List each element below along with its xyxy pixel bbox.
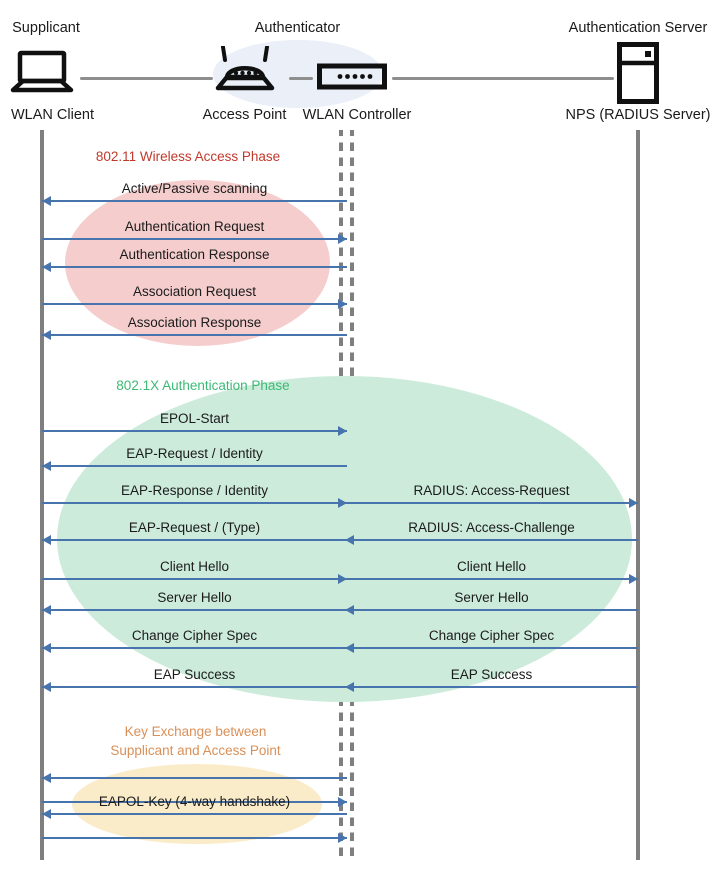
wire-client-to-ap (80, 77, 213, 80)
arrowhead-right-icon (338, 833, 347, 843)
message-line (42, 609, 347, 611)
arrowhead-left-icon (345, 682, 354, 692)
message-label: Active/Passive scanning (121, 181, 268, 196)
message-line (42, 465, 347, 467)
wifi-router-icon (213, 45, 277, 98)
message-line (345, 578, 638, 580)
message-label: Authentication Request (124, 219, 265, 234)
lifeline-supplicant (40, 130, 44, 860)
message-line (345, 502, 638, 504)
message-label: Change Cipher Spec (428, 628, 555, 643)
message-label: EAP-Request / (Type) (128, 520, 261, 535)
wire-ap-to-controller (289, 77, 313, 80)
message-line (42, 238, 347, 240)
message-line (42, 539, 347, 541)
phase-label-key-exchange-line2: Supplicant and Access Point (110, 743, 281, 758)
message-label: Server Hello (454, 590, 529, 605)
arrowhead-left-icon (345, 643, 354, 653)
phase-label-key-exchange-line1: Key Exchange between (124, 724, 267, 739)
message-line (42, 686, 347, 688)
message-label: EAP Success (153, 667, 236, 682)
arrowhead-left-icon (42, 682, 51, 692)
arrowhead-left-icon (345, 535, 354, 545)
message-label: Client Hello (159, 559, 230, 574)
arrowhead-right-icon (338, 498, 347, 508)
arrowhead-right-icon (629, 574, 638, 584)
server-icon (617, 42, 659, 104)
message-label: Change Cipher Spec (131, 628, 258, 643)
arrowhead-right-icon (338, 797, 347, 807)
arrowhead-left-icon (42, 196, 51, 206)
message-line (42, 334, 347, 336)
message-line (345, 609, 638, 611)
arrowhead-left-icon (42, 809, 51, 819)
actor-device-nps-radius-server: NPS (RADIUS Server) (565, 107, 711, 123)
message-line (42, 502, 347, 504)
arrowhead-left-icon (345, 605, 354, 615)
arrowhead-left-icon (42, 461, 51, 471)
message-line (42, 647, 347, 649)
message-label: EAP-Response / Identity (120, 483, 269, 498)
arrowhead-right-icon (629, 498, 638, 508)
phase-blob-wireless-access (65, 180, 330, 346)
message-line (42, 837, 347, 839)
message-label: Client Hello (456, 559, 527, 574)
arrowhead-right-icon (338, 574, 347, 584)
message-line (42, 813, 347, 815)
message-line (42, 200, 347, 202)
message-line (42, 303, 347, 305)
message-line (42, 578, 347, 580)
message-line (345, 647, 638, 649)
arrowhead-right-icon (338, 234, 347, 244)
message-label: Association Response (127, 315, 262, 330)
actor-device-wlan-controller: WLAN Controller (302, 107, 412, 123)
message-line (42, 266, 347, 268)
message-line (345, 539, 638, 541)
message-label: EAP Success (450, 667, 533, 682)
arrowhead-left-icon (42, 330, 51, 340)
actor-device-wlan-client: WLAN Client (11, 107, 94, 123)
message-label: RADIUS: Access-Request (413, 483, 570, 498)
actor-role-authenticator: Authenticator (254, 20, 341, 36)
arrowhead-left-icon (42, 605, 51, 615)
message-label: EAP-Request / Identity (126, 446, 263, 461)
message-line (42, 430, 347, 432)
laptop-icon (10, 50, 74, 94)
message-line (42, 801, 347, 803)
actor-device-access-point: Access Point (202, 107, 287, 123)
wlan-controller-icon (317, 62, 387, 92)
message-line (42, 777, 347, 779)
actor-role-supplicant: Supplicant (12, 20, 80, 36)
arrowhead-right-icon (338, 426, 347, 436)
message-label: Association Request (132, 284, 257, 299)
wire-controller-to-server (392, 77, 614, 80)
arrowhead-left-icon (42, 262, 51, 272)
arrowhead-left-icon (42, 535, 51, 545)
actor-role-authentication-server: Authentication Server (568, 20, 708, 36)
lifeline-nps (636, 130, 640, 860)
message-label: Authentication Response (119, 247, 270, 262)
message-label: EAPOL-Key (4-way handshake) (98, 794, 291, 809)
message-label: EPOL-Start (159, 411, 230, 426)
arrowhead-right-icon (338, 299, 347, 309)
arrowhead-left-icon (42, 643, 51, 653)
phase-label-dot1x-auth: 802.1X Authentication Phase (116, 378, 290, 393)
message-label: RADIUS: Access-Challenge (408, 520, 575, 535)
arrowhead-left-icon (42, 773, 51, 783)
phase-label-wireless-access: 802.11 Wireless Access Phase (95, 149, 281, 164)
message-label: Server Hello (157, 590, 232, 605)
message-line (345, 686, 638, 688)
